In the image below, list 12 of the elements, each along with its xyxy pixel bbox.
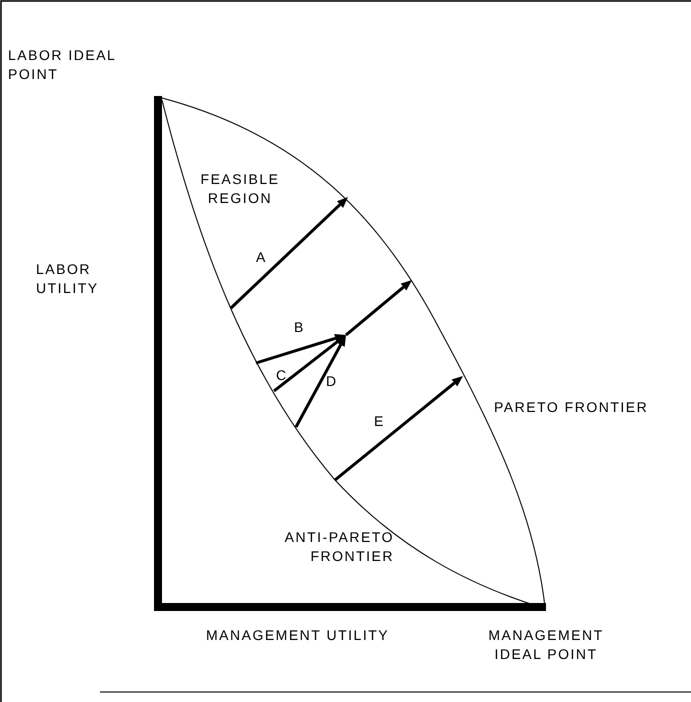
diagram-label: A (256, 248, 268, 267)
diagram-label: B (294, 318, 306, 337)
diagram-label: MANAGEMENT UTILITY (206, 626, 390, 645)
diagram-label: C (276, 366, 289, 385)
diagram-label: FEASIBLE REGION (200, 170, 280, 208)
diagram-label: MANAGEMENT IDEAL POINT (487, 626, 605, 664)
diagram-label: LABOR IDEAL POINT (8, 46, 117, 84)
diagram-label: PARETO FRONTIER (494, 398, 650, 417)
diagram-label: E (374, 412, 386, 431)
diagram-label: D (326, 372, 339, 391)
diagram-label: ANTI-PARETO FRONTIER (284, 528, 394, 566)
diagram-label: LABOR UTILITY (36, 260, 100, 298)
